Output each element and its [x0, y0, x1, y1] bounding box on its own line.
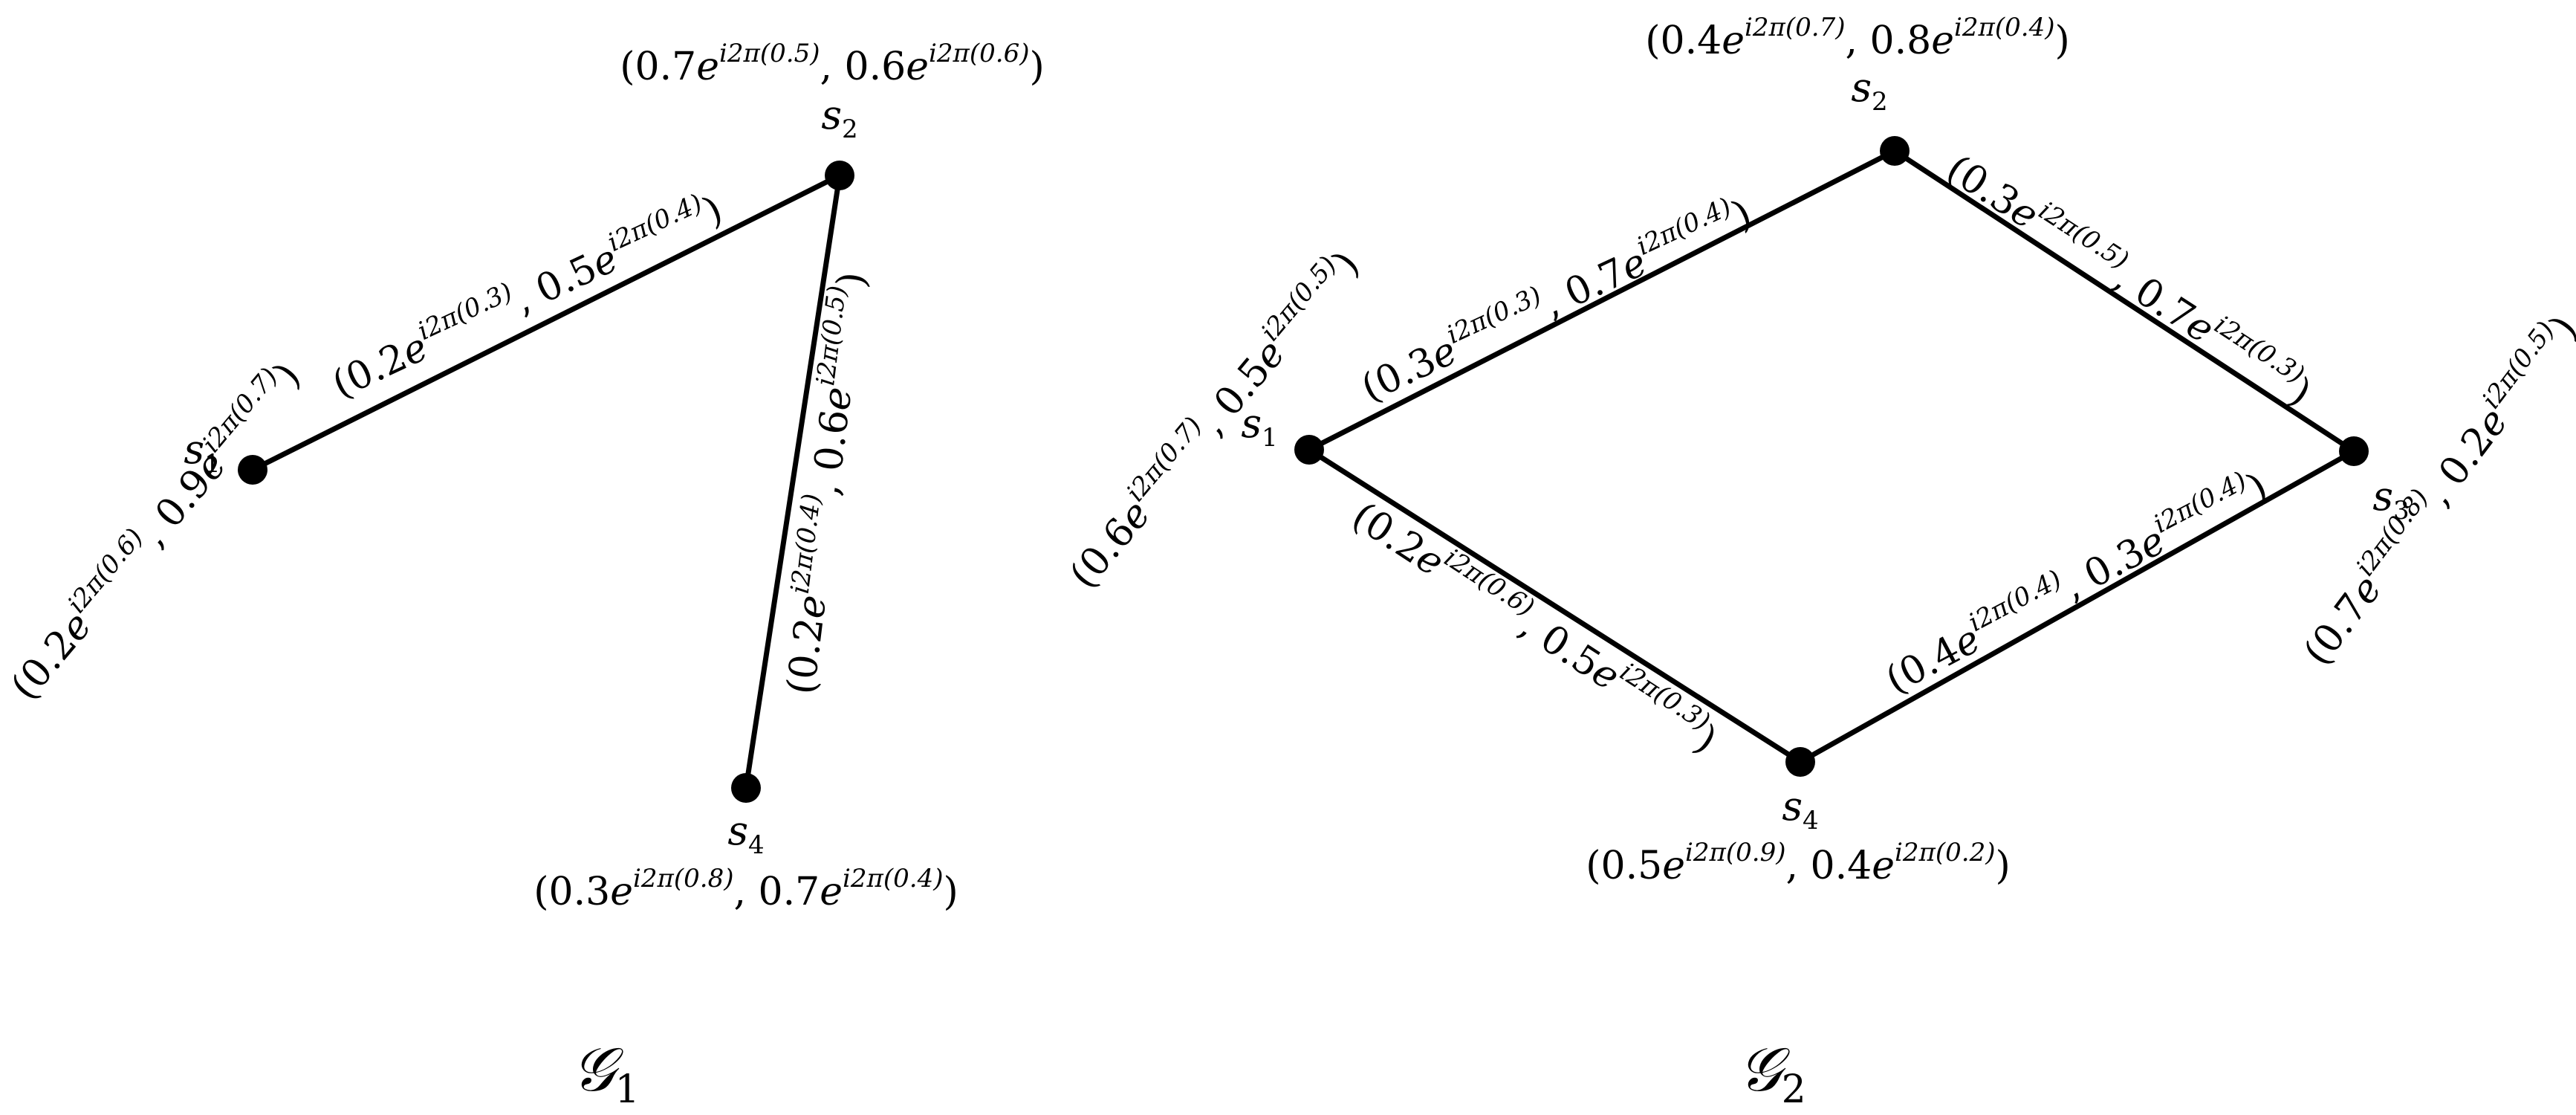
g1-vertex-s1 — [238, 455, 267, 485]
g2-vertex-name-s1: s1 — [1241, 400, 1278, 453]
g2-vertex-s4 — [1785, 747, 1815, 777]
g1-vertex-s4 — [731, 773, 761, 803]
g1-vertex-s2 — [825, 161, 854, 190]
g2-vertex-name-s3: s3 — [2372, 473, 2410, 526]
g1-vertex-label-s4: (0.3ei2π(0.8), 0.7ei2π(0.4)) — [533, 864, 958, 914]
g1-vertex-label-s2: (0.7ei2π(0.5), 0.6ei2π(0.6)) — [620, 39, 1045, 89]
g2-vertex-s1 — [1294, 435, 1324, 465]
g1-title: 𝒢1 — [571, 1035, 640, 1112]
g1-vertex-name-s4: s4 — [727, 807, 765, 860]
g2-vertex-name-s4: s4 — [1782, 783, 1819, 836]
g2-vertex-s3 — [2339, 436, 2369, 466]
g2-title: 𝒢2 — [1738, 1035, 1806, 1112]
g2-vertex-label-s2: (0.4ei2π(0.7), 0.8ei2π(0.4)) — [1645, 13, 2070, 63]
g2-vertex-name-s2: s2 — [1851, 64, 1888, 117]
g1-vertex-name-s2: s2 — [821, 91, 858, 144]
g2-vertex-s2 — [1880, 136, 1910, 166]
g2-edge-s2-s3 — [1893, 149, 2355, 453]
g2-edge-s1-s4 — [1308, 447, 1802, 764]
g1-edge-s1-s2 — [251, 172, 841, 473]
g2-vertex-label-s4: (0.5ei2π(0.9), 0.4ei2π(0.2)) — [1586, 838, 2011, 888]
g1-edge-s2-s4 — [743, 175, 843, 789]
g2-edge-s4-s3 — [1799, 448, 2355, 765]
g2-edge-s1-s2 — [1308, 148, 1896, 453]
g1-vertex-name-s1: s1 — [184, 426, 221, 479]
